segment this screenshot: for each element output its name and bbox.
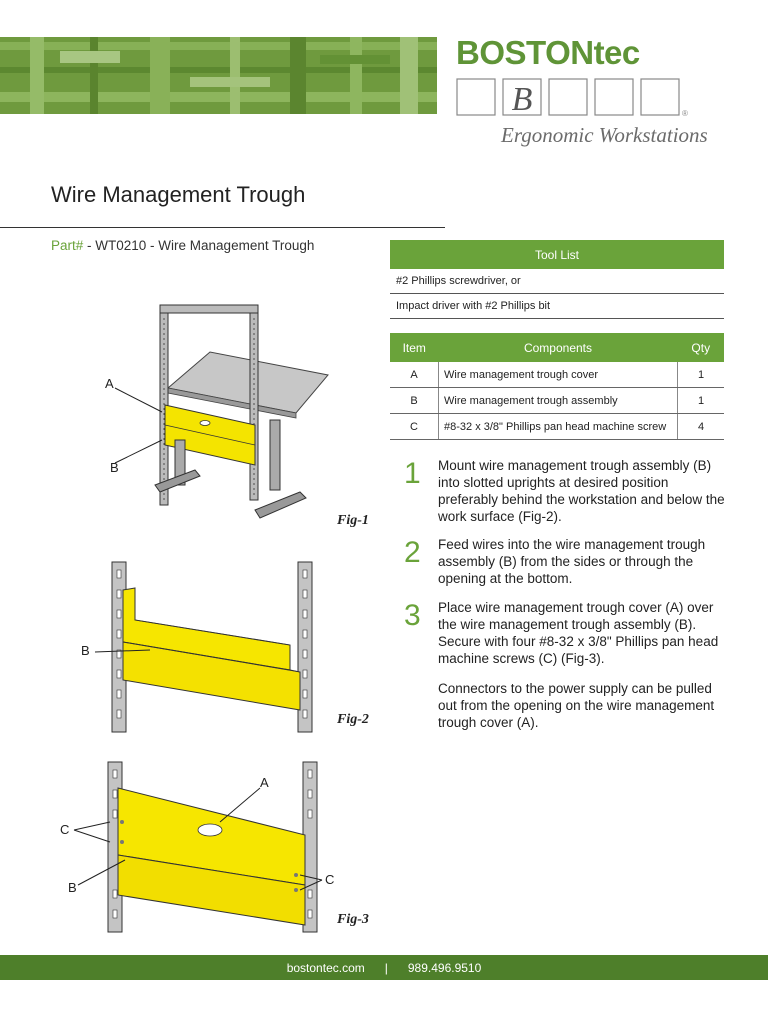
note-text: Connectors to the power supply can be pu… (438, 681, 715, 730)
fig3-label: Fig-3 (337, 912, 369, 927)
table-row: C #8-32 x 3/8" Phillips pan head machine… (390, 413, 724, 440)
step-number: 3 (404, 599, 421, 632)
fig3-callout-c-right: C (325, 872, 335, 887)
fig1-workstation-drawing (114, 304, 329, 519)
step-number: 1 (404, 457, 421, 490)
brand-name: BOSTONtec (456, 34, 640, 71)
fig1-callout-b: B (110, 460, 119, 475)
step-text: Mount wire management trough assembly (B… (438, 458, 725, 524)
tool-list-item: Impact driver with #2 Phillips bit (390, 293, 724, 319)
fig2-label: Fig-2 (337, 712, 369, 727)
row-component: #8-32 x 3/8" Phillips pan head machine s… (438, 413, 678, 440)
step-number: 2 (404, 536, 421, 569)
title-divider (0, 227, 445, 228)
table-row: B Wire management trough assembly 1 (390, 387, 724, 414)
table-row: A Wire management trough cover 1 (390, 362, 724, 388)
step-text: Place wire management trough cover (A) o… (438, 600, 719, 666)
footer-website-link[interactable]: bostontec.com (286, 961, 365, 975)
row-component: Wire management trough cover (438, 362, 678, 388)
step-text: Feed wires into the wire management trou… (438, 537, 706, 586)
row-qty: 1 (677, 387, 724, 414)
page-title: Wire Management Trough (51, 182, 306, 207)
part-text: - WT0210 - Wire Management Trough (83, 238, 315, 253)
tool-list-table: Tool List #2 Phillips screwdriver, or Im… (390, 240, 724, 319)
row-qty: 1 (677, 362, 724, 388)
fig1-callout-a: A (105, 376, 114, 391)
row-item: B (390, 387, 439, 414)
fig2-callout-b: B (81, 643, 90, 658)
tool-list-header: Tool List (390, 240, 724, 269)
footer-phone: 989.496.9510 (407, 961, 482, 975)
registered-mark: ® (682, 109, 688, 118)
row-qty: 4 (677, 413, 724, 440)
fig1-label: Fig-1 (337, 513, 369, 528)
footer-separator: | (384, 961, 388, 975)
brand-logo: B ® (456, 78, 688, 118)
fig3-trough-cover-drawing (73, 761, 323, 933)
footer-contact: bostontec.com | 989.496.9510 (0, 961, 768, 975)
row-item: C (390, 413, 439, 440)
header-qty: Qty (677, 333, 724, 362)
logo-letter: B (512, 81, 533, 118)
header-item: Item (390, 333, 439, 362)
row-component: Wire management trough assembly (438, 387, 678, 414)
fig3-callout-b: B (68, 880, 77, 895)
brand-tagline: Ergonomic Workstations (501, 123, 708, 147)
part-label: Part# (51, 238, 84, 253)
row-item: A (390, 362, 439, 388)
fig3-callout-c-left: C (60, 822, 70, 837)
fig3-callout-a: A (260, 775, 269, 790)
fig2-trough-assembly-drawing (94, 561, 313, 733)
tool-list-item: #2 Phillips screwdriver, or (390, 269, 724, 294)
components-table: Item Components Qty A Wire management tr… (390, 333, 724, 440)
part-number-line: Part# - WT0210 - Wire Management Trough (51, 238, 314, 253)
header-components: Components (438, 333, 678, 362)
footer-bar (0, 955, 768, 980)
header-banner-image (0, 37, 437, 114)
